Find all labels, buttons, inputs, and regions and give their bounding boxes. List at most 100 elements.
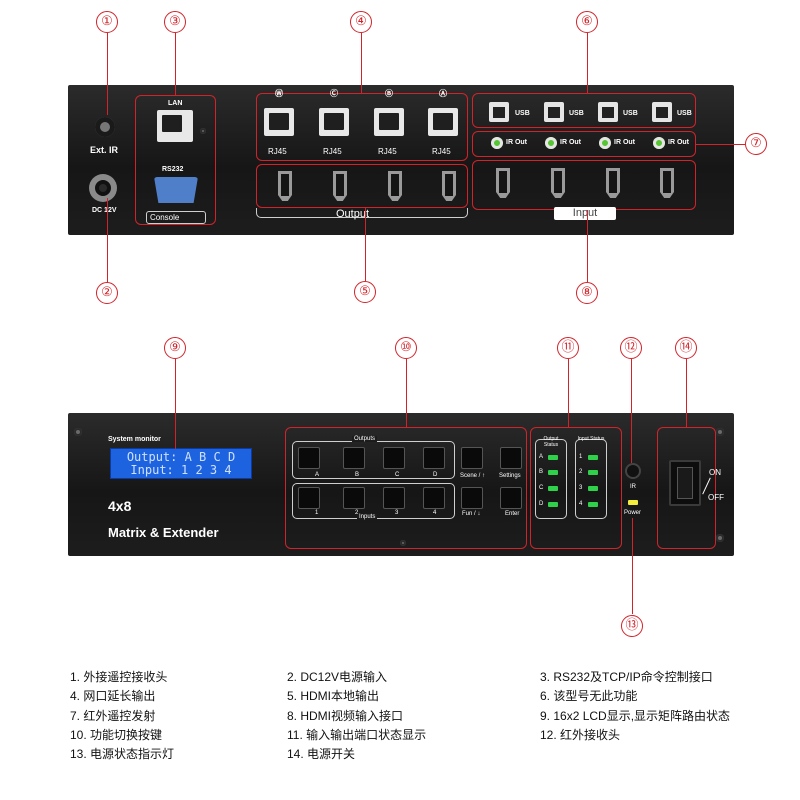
output-frame bbox=[256, 208, 468, 218]
output-key-d[interactable] bbox=[423, 447, 445, 469]
console-frame bbox=[146, 211, 206, 224]
callout-line bbox=[568, 359, 569, 427]
power-label: Power bbox=[624, 510, 642, 516]
power-switch[interactable] bbox=[669, 460, 701, 506]
callout-line bbox=[361, 33, 362, 93]
screw bbox=[74, 428, 82, 436]
callout-11: ⑪ bbox=[557, 337, 579, 359]
input-key-label: 2 bbox=[355, 510, 359, 516]
input-label-box bbox=[554, 207, 616, 220]
front-panel bbox=[68, 413, 734, 556]
rs232-label: RS232 bbox=[162, 166, 184, 173]
screw bbox=[400, 540, 406, 546]
status-output-c: C bbox=[539, 485, 544, 491]
ir-out-jack bbox=[599, 137, 611, 149]
input-key-1[interactable] bbox=[298, 487, 320, 509]
ir-out-label: IR Out bbox=[506, 139, 527, 146]
enter-button[interactable] bbox=[500, 487, 522, 509]
ir-out-label: IR Out bbox=[668, 139, 689, 146]
input-key-3[interactable] bbox=[383, 487, 405, 509]
callout-1: ① bbox=[96, 11, 118, 33]
rj45-port-b bbox=[374, 108, 404, 136]
output-key-label: D bbox=[433, 472, 438, 478]
hdmi-input-port bbox=[496, 168, 510, 198]
power-led bbox=[628, 500, 638, 505]
buttons-highlight bbox=[285, 427, 527, 549]
usb-label: USB bbox=[677, 110, 692, 117]
hdmi-input-port bbox=[660, 168, 674, 198]
output-key-label: A bbox=[315, 472, 320, 478]
output-key-b[interactable] bbox=[343, 447, 365, 469]
callout-line bbox=[107, 198, 108, 283]
input-status-label: Input Status bbox=[577, 436, 605, 442]
output-status-label: Output Status bbox=[543, 436, 559, 448]
legend-item-9: 9. 16x2 LCD显示,显示矩阵路由状态 bbox=[540, 709, 731, 723]
system-monitor-label: System monitor bbox=[108, 436, 161, 443]
usb-highlight bbox=[472, 93, 696, 128]
output-key-a[interactable] bbox=[298, 447, 320, 469]
status-input-4: 4 bbox=[579, 501, 583, 507]
callout-7: ⑦ bbox=[745, 133, 767, 155]
callout-line bbox=[406, 359, 407, 427]
scene-up-button[interactable] bbox=[461, 447, 483, 469]
legend-item-3: 3. RS232及TCP/IP命令控制接口 bbox=[540, 670, 713, 684]
fun-label: Fun / ↓ bbox=[462, 511, 481, 517]
input-key-4[interactable] bbox=[423, 487, 445, 509]
ext-ir-jack bbox=[95, 117, 115, 137]
ir-out-jack bbox=[491, 137, 503, 149]
rj45-label: RJ45 bbox=[323, 147, 342, 156]
settings-button[interactable] bbox=[500, 447, 522, 469]
scene-label: Scene / ↑ bbox=[460, 473, 486, 479]
legend-item-14: 14. 电源开关 bbox=[287, 747, 356, 761]
outputs-label: Outputs bbox=[352, 436, 378, 442]
input-key-label: 1 bbox=[315, 510, 319, 516]
output-status-led bbox=[548, 486, 558, 491]
callout-line bbox=[587, 33, 588, 93]
input-key-2[interactable] bbox=[343, 487, 365, 509]
switch-highlight bbox=[657, 427, 716, 549]
model-desc: Matrix & Extender bbox=[108, 525, 219, 540]
input-status-led bbox=[588, 455, 598, 460]
callout-4: ④ bbox=[350, 11, 372, 33]
callout-13: ⑬ bbox=[621, 615, 643, 637]
legend-item-10: 10. 功能切换按键 bbox=[70, 728, 163, 742]
output-letter-a: Ⓐ bbox=[439, 89, 447, 98]
input-key-label: 3 bbox=[395, 510, 399, 516]
legend-item-4: 4. 网口延长输出 bbox=[70, 689, 156, 703]
output-label: Output bbox=[336, 208, 370, 220]
input-status-led bbox=[588, 502, 598, 507]
status-output-d: D bbox=[539, 501, 544, 507]
output-letter-w: Ⓦ bbox=[275, 89, 283, 98]
ir-out-label: IR Out bbox=[614, 139, 635, 146]
rs232-port bbox=[154, 177, 198, 203]
output-status-led bbox=[548, 502, 558, 507]
fun-down-button[interactable] bbox=[461, 487, 483, 509]
output-status-frame bbox=[535, 439, 567, 519]
switch-off-label: OFF bbox=[708, 493, 724, 502]
hdmi-output-port bbox=[278, 171, 292, 201]
output-letter-c: Ⓒ bbox=[330, 89, 338, 98]
ir-out-highlight bbox=[472, 131, 696, 157]
status-output-b: B bbox=[539, 469, 544, 475]
callout-line bbox=[175, 359, 176, 449]
legend-item-5: 5. HDMI本地输出 bbox=[287, 689, 380, 703]
input-status-led bbox=[588, 486, 598, 491]
callout-10: ⑩ bbox=[395, 337, 417, 359]
legend-item-1: 1. 外接遥控接收头 bbox=[70, 670, 168, 684]
output-status-led bbox=[548, 455, 558, 460]
output-key-label: C bbox=[395, 472, 400, 478]
settings-label: Settings bbox=[499, 473, 521, 479]
output-rj45-highlight bbox=[256, 93, 468, 161]
ir-out-label: IR Out bbox=[560, 139, 581, 146]
legend-item-2: 2. DC12V电源输入 bbox=[287, 670, 388, 684]
status-input-3: 3 bbox=[579, 485, 583, 491]
callout-8: ⑧ bbox=[576, 282, 598, 304]
usb-port bbox=[544, 102, 564, 122]
callout-line bbox=[587, 210, 588, 282]
callout-line bbox=[631, 359, 632, 463]
hdmi-input-port bbox=[606, 168, 620, 198]
callout-5: ⑤ bbox=[354, 281, 376, 303]
output-key-c[interactable] bbox=[383, 447, 405, 469]
output-status-led bbox=[548, 470, 558, 475]
legend-item-13: 13. 电源状态指示灯 bbox=[70, 747, 175, 761]
